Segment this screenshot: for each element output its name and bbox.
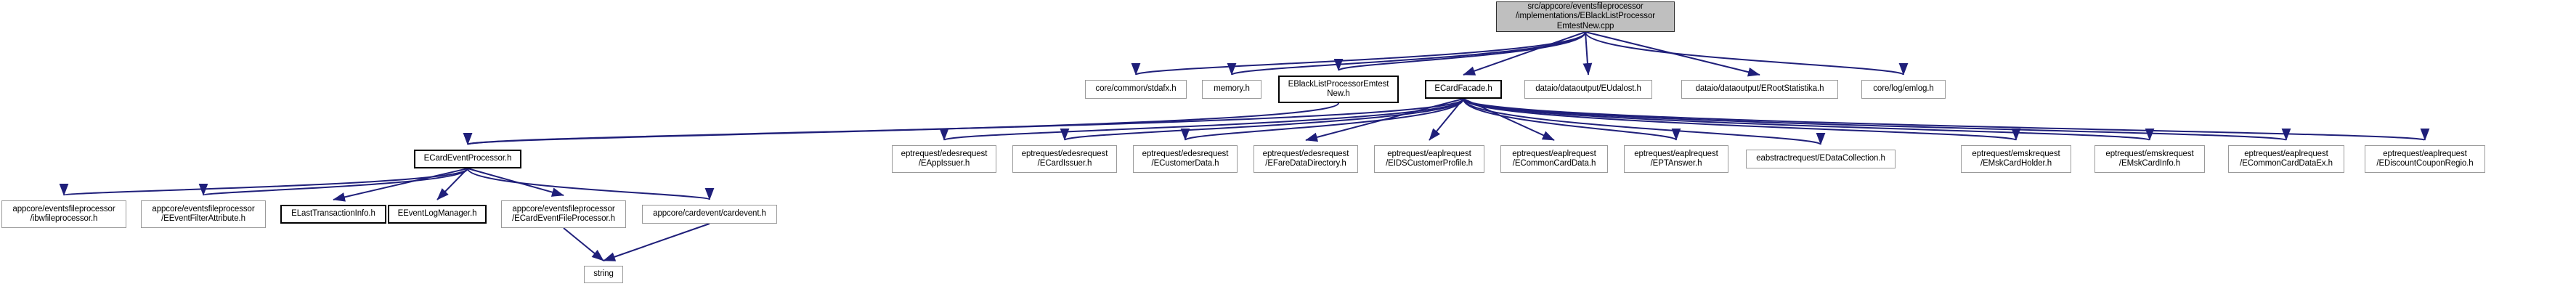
graph-node-eappissuer[interactable]: eptrequest/edesrequest /EAppIssuer.h [892,145,996,173]
edge-ecardevent-to-ibwfile [60,168,468,196]
edge-ecardfacade-to-ecommoncardex [1463,98,2290,141]
edge-ecardevent-to-eeventlog [436,168,468,200]
graph-node-ecustomerdata[interactable]: eptrequest/edesrequest /ECustomerData.h [1133,145,1238,173]
edge-ecardfacade-to-ediscountcoupon [1463,98,2429,141]
graph-node-emlog[interactable]: core/log/emlog.h [1861,80,1946,99]
graph-node-ecommoncardex[interactable]: eptrequest/eaplrequest /ECommonCardDataE… [2228,145,2344,173]
edge-ecardevent-to-ecardeventfile [467,168,564,197]
edge-ecardfacade-to-eidscustomer [1429,98,1464,141]
edge-cardevent-to-string [603,223,710,261]
edge-ecardfacade-to-eappissuer [940,98,1464,141]
edge-ecardfacade-to-emskcardinfo [1463,98,2154,141]
edge-root-to-stdafx [1131,31,1586,76]
edge-ecardfacade-to-ecustomerdata [1181,98,1464,141]
graph-node-ecardeventfile[interactable]: appcore/eventsfileprocessor /ECardEventF… [501,200,626,228]
edge-ecardfacade-to-ecardevent [464,98,1464,145]
graph-node-efaredata[interactable]: eptrequest/edesrequest /EFareDataDirecto… [1254,145,1358,173]
edge-root-to-eudalost [1582,31,1593,76]
edge-eblacklist-to-ecardevent [464,102,1339,145]
edge-ecardeventfile-to-string [563,227,604,261]
edge-ecardfacade-to-ecardissuer [1060,98,1464,141]
graph-node-eblacklist[interactable]: EBlackListProcessorEmtest New.h [1278,76,1399,103]
graph-node-ecommoncard[interactable]: eptrequest/eaplrequest /ECommonCardData.… [1500,145,1608,173]
graph-node-erootstat[interactable]: dataio/dataoutput/ERootStatistika.h [1681,80,1838,99]
graph-node-ecardfacade[interactable]: ECardFacade.h [1425,80,1502,99]
graph-node-ibwfile[interactable]: appcore/eventsfileprocessor /ibwfileproc… [1,200,126,228]
edge-ecardevent-to-cardevent [467,168,714,200]
graph-node-ecardissuer[interactable]: eptrequest/edesrequest /ECardIssuer.h [1012,145,1117,173]
edge-ecardfacade-to-ecommoncard [1463,98,1555,141]
edge-ecardfacade-to-eptanswer [1463,98,1681,141]
graph-node-ediscountcoupon[interactable]: eptrequest/eaplrequest /EDiscountCouponR… [2365,145,2485,173]
graph-node-eptanswer[interactable]: eptrequest/eaplrequest /EPTAnswer.h [1624,145,1728,173]
graph-node-cardevent[interactable]: appcore/cardevent/cardevent.h [642,205,777,224]
edge-ecardevent-to-eeventfilter [199,168,468,196]
edge-ecardfacade-to-efaredata [1305,98,1464,142]
graph-node-edatacollection[interactable]: eabstractrequest/EDataCollection.h [1746,150,1896,168]
edge-root-to-ecardfacade [1463,31,1586,76]
edge-root-to-memory [1227,31,1586,76]
graph-node-elasttrans[interactable]: ELastTransactionInfo.h [280,205,386,224]
graph-node-emskcardholder[interactable]: eptrequest/emskrequest /EMskCardHolder.h [1961,145,2071,173]
graph-node-root[interactable]: src/appcore/eventsfileprocessor /impleme… [1496,1,1675,32]
graph-node-ecardevent[interactable]: ECardEventProcessor.h [414,150,521,168]
graph-node-string[interactable]: string [584,266,623,283]
edge-ecardfacade-to-emskcardholder [1463,98,2020,141]
edge-root-to-eblacklist [1334,31,1586,71]
graph-node-eeventlog[interactable]: EEventLogManager.h [388,205,487,224]
graph-node-memory[interactable]: memory.h [1202,80,1261,99]
graph-node-eidscustomer[interactable]: eptrequest/eaplrequest /EIDSCustomerProf… [1374,145,1484,173]
graph-node-eeventfilter[interactable]: appcore/eventsfileprocessor /EEventFilte… [141,200,266,228]
edge-ecardfacade-to-edatacollection [1463,98,1825,145]
graph-node-eudalost[interactable]: dataio/dataoutput/EUdalost.h [1524,80,1652,99]
graph-node-stdafx[interactable]: core/common/stdafx.h [1085,80,1187,99]
edge-ecardevent-to-elasttrans [333,168,468,202]
graph-node-emskcardinfo[interactable]: eptrequest/emskrequest /EMskCardInfo.h [2094,145,2205,173]
edge-root-to-emlog [1585,31,1908,76]
edge-root-to-erootstat [1585,31,1760,77]
